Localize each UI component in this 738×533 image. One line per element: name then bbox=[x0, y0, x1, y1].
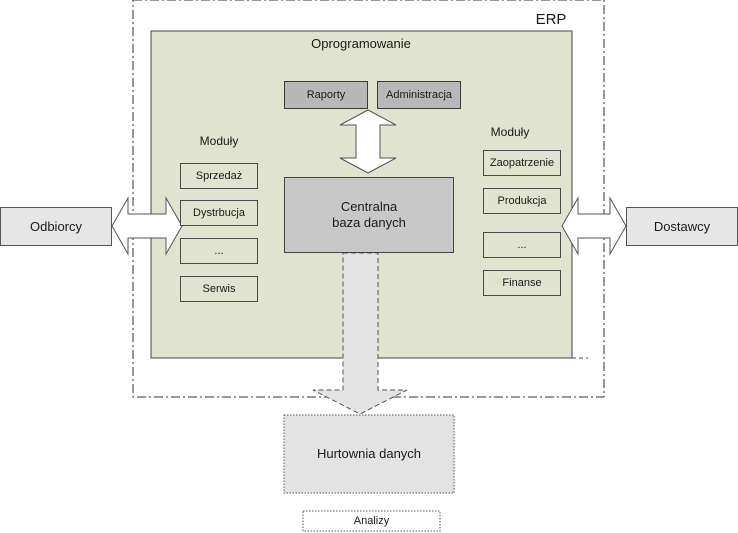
analytics-label: Analizy bbox=[353, 515, 390, 527]
module-finance[interactable]: Finanse bbox=[483, 270, 561, 296]
module-right-more[interactable]: ... bbox=[483, 232, 561, 258]
module-procurement[interactable]: Zaopatrzenie bbox=[483, 150, 561, 176]
right-modules-title: Moduły bbox=[490, 125, 530, 139]
central-db-line2: baza danych bbox=[332, 215, 406, 230]
module-production[interactable]: Produkcja bbox=[483, 188, 561, 214]
module-service[interactable]: Serwis bbox=[180, 276, 258, 302]
down-arrow bbox=[312, 252, 408, 415]
module-left-more[interactable]: ... bbox=[180, 238, 258, 264]
central-database: Centralna baza danych bbox=[284, 177, 454, 253]
erp-label: ERP bbox=[535, 10, 567, 28]
customers-box: Odbiorcy bbox=[0, 207, 112, 246]
administration-button[interactable]: Administracja bbox=[377, 81, 461, 109]
data-warehouse-label: Hurtownia danych bbox=[316, 445, 422, 461]
vertical-double-arrow bbox=[339, 109, 397, 174]
left-modules-title: Moduły bbox=[199, 134, 239, 148]
suppliers-box: Dostawcy bbox=[626, 207, 738, 246]
module-distribution[interactable]: Dystrbucja bbox=[180, 200, 258, 226]
erp-boundary bbox=[132, 0, 605, 398]
software-label: Oprogramowanie bbox=[311, 35, 411, 51]
data-warehouse-box bbox=[283, 414, 455, 494]
analytics-box bbox=[302, 510, 441, 532]
central-db-line1: Centralna bbox=[340, 199, 398, 214]
left-double-arrow bbox=[111, 196, 183, 256]
module-sales[interactable]: Sprzedaż bbox=[180, 163, 258, 189]
reports-button[interactable]: Raporty bbox=[284, 81, 368, 109]
